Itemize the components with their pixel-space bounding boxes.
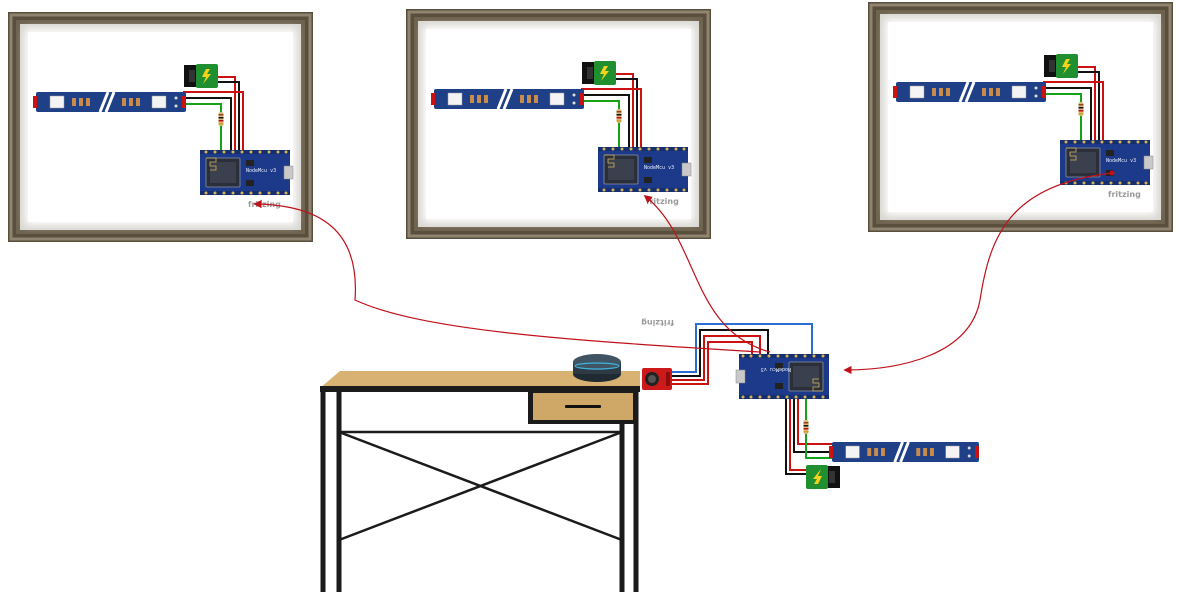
frame-right-board-label: NodeMcu v3 [1106, 158, 1136, 164]
arrow-to-frame-center [643, 194, 771, 353]
microphone-module-icon [642, 368, 672, 390]
smart-speaker-icon [573, 354, 621, 382]
frame-center-board-label: NodeMcu v3 [644, 165, 674, 171]
arrow-from-frame-right [843, 172, 1113, 375]
center-microcontroller-icon [735, 353, 830, 400]
frame-left: NodeMcu v3 fritzing [8, 12, 313, 242]
frame-left-board-label: NodeMcu v3 [246, 168, 276, 174]
center-power-jack-icon [806, 465, 840, 489]
frame-right: NodeMcu v3 fritzing [868, 2, 1173, 232]
arrow-to-frame-left [253, 199, 761, 353]
center-board-label: NodeMcu v3 [761, 366, 791, 372]
connection-arrows [253, 172, 1113, 375]
frame-center: NodeMcu v3 fritzing [406, 9, 711, 239]
center-fritzing-label: fritzing [641, 318, 674, 327]
center-led-strip-icon [827, 440, 981, 464]
desk-icon [320, 371, 640, 592]
center-wiring [672, 323, 835, 475]
frame-right-fritzing-label: fritzing [1108, 190, 1141, 199]
